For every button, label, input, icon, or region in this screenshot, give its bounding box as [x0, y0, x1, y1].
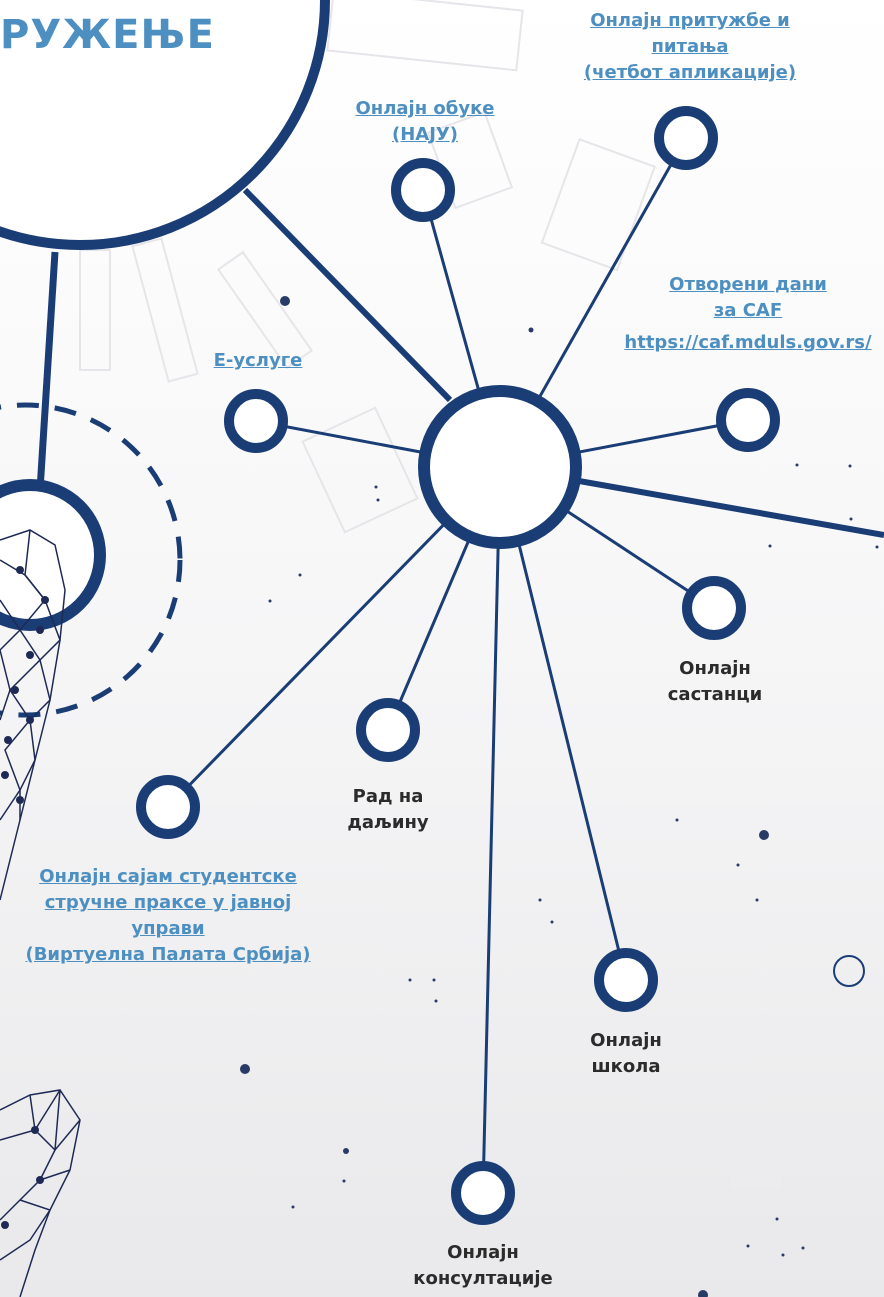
label-line[interactable]: Онлајн обуке: [355, 98, 495, 119]
label-open-days[interactable]: Отворени дани за CAF https://caf.mduls.g…: [612, 272, 884, 356]
label-online-school: Онлајн школа: [556, 1028, 696, 1080]
label-line[interactable]: Е-услуге: [213, 350, 303, 371]
left-hub-circle: [0, 479, 106, 631]
label-remote-work: Рад на даљину: [318, 784, 458, 836]
node-open-days[interactable]: [716, 388, 780, 452]
label-line: састанци: [667, 684, 763, 706]
node-remote-work: [356, 698, 420, 762]
dashed-ring: [0, 402, 183, 718]
label-line[interactable]: Онлајн сајам студентске: [39, 866, 297, 887]
label-line: Онлајн: [679, 658, 751, 679]
background-shapes: [79, 0, 782, 1190]
label-online-meetings: Онлајн састанци: [640, 656, 790, 708]
mesh-nodes: [1, 566, 49, 1229]
label-line: даљину: [347, 812, 429, 834]
label-line[interactable]: (Виртуелна Палата Србија): [25, 944, 311, 966]
label-online-consultations: Онлајн консултације: [390, 1240, 576, 1292]
small-ring-decoration: [833, 955, 865, 987]
mesh-decoration: [0, 529, 81, 1297]
label-line: школа: [591, 1056, 661, 1078]
label-line[interactable]: стручне праксе у јавној: [44, 892, 292, 914]
label-line: Онлајн: [447, 1242, 519, 1263]
connector-line: [242, 187, 453, 403]
node-student-fair[interactable]: [136, 775, 200, 839]
top-hub-circle: [0, 0, 330, 250]
label-line[interactable]: управи: [131, 918, 205, 940]
node-online-training[interactable]: [391, 158, 455, 222]
label-line[interactable]: за CAF: [713, 300, 783, 322]
label-line[interactable]: (четбот апликације): [583, 62, 797, 84]
node-online-consultations: [451, 1161, 515, 1225]
label-line[interactable]: питања: [651, 36, 729, 58]
label-line: Онлајн: [590, 1030, 662, 1051]
label-student-fair[interactable]: Онлајн сајам студентске стручне праксе у…: [8, 864, 328, 968]
label-online-training[interactable]: Онлајн обуке (НАЈУ): [320, 96, 530, 148]
label-line[interactable]: Онлајн притужбе и: [590, 10, 790, 31]
node-e-services[interactable]: [224, 389, 288, 453]
label-line[interactable]: (НАЈУ): [391, 124, 459, 146]
node-online-complaints[interactable]: [654, 106, 718, 170]
page-title: РУЖЕЊЕ: [0, 12, 215, 58]
label-line: консултације: [413, 1268, 553, 1290]
node-online-meetings: [682, 576, 746, 640]
label-online-complaints[interactable]: Онлајн притужбе и питања (четбот апликац…: [560, 8, 820, 86]
label-e-services[interactable]: Е-услуге: [190, 348, 326, 374]
label-line[interactable]: https://caf.mduls.gov.rs/: [624, 332, 872, 354]
scattered-dots: [240, 296, 879, 1297]
node-online-school: [594, 948, 658, 1012]
label-line[interactable]: Отворени дани: [669, 274, 827, 295]
label-line: Рад на: [352, 786, 424, 807]
central-hub-circle: [418, 385, 582, 549]
connector-line: [36, 251, 59, 491]
